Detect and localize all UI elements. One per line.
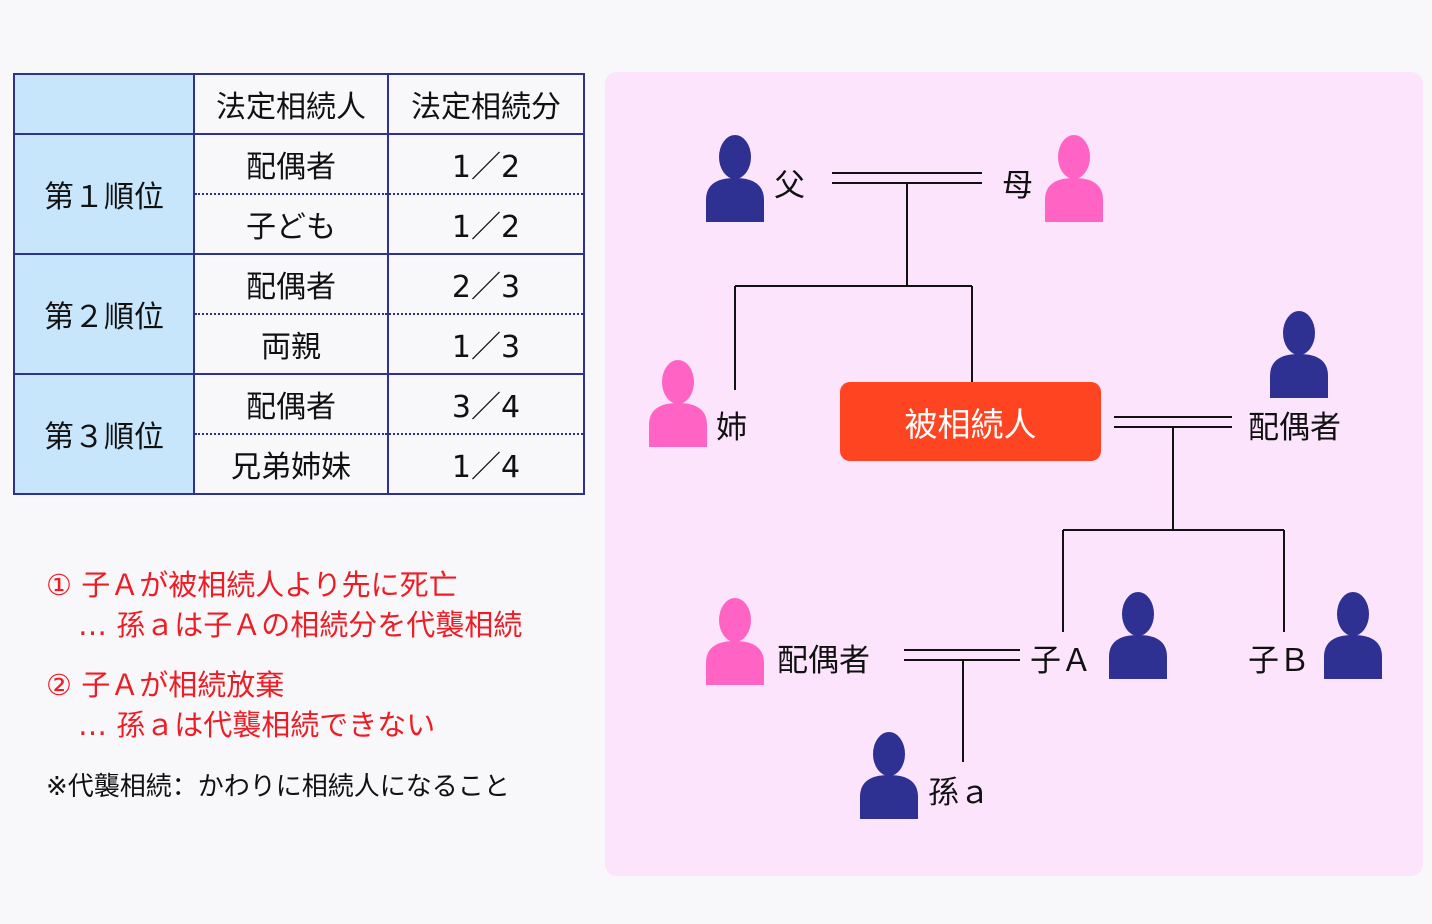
label-sister: 姉 [716,410,747,446]
heir-cell: 配偶者 [193,253,389,315]
heir-cell: 配偶者 [193,373,389,435]
label-grandchild: 孫ａ [928,775,990,811]
label-father: 父 [774,168,805,204]
note-case1-result: … 孫ａは子Ａの相続分を代襲相続 [78,608,523,642]
label-childB: 子Ｂ [1248,643,1310,679]
header-share: 法定相続分 [387,73,585,135]
share-cell: 3／4 [387,373,585,435]
father-icon [706,135,764,222]
heir-cell: 配偶者 [193,133,389,195]
share-cell: 1／3 [387,313,585,375]
heir-cell: 兄弟姉妹 [193,433,389,495]
label-spouse: 配偶者 [1248,410,1341,446]
note-case2: ② 子Ａが相続放棄 [46,668,285,702]
share-cell: 2／3 [387,253,585,315]
grandchild-icon [860,732,918,819]
footnote: ※代襲相続：かわりに相続人になること [46,772,510,802]
spouse-icon [1270,311,1328,398]
share-cell: 1／4 [387,433,585,495]
sister-icon [649,360,707,447]
childA-icon [1109,592,1167,679]
inheritance-table: 法定相続人 法定相続分 第１順位 配偶者 1／2 子ども 1／2 第２順位 配偶… [13,73,585,495]
share-cell: 1／2 [387,193,585,255]
mother-icon [1045,135,1103,222]
decedent-box: 被相続人 [840,382,1101,461]
decedent-label: 被相続人 [904,404,1037,444]
label-childA: 子Ａ [1030,643,1092,679]
notes: ① 子Ａが被相続人より先に死亡 … 孫ａは子Ａの相続分を代襲相続 ② 子Ａが相続… [46,565,522,807]
childB-icon [1324,592,1382,679]
header-empty [13,73,195,135]
label-childA-spouse: 配偶者 [777,643,870,679]
note-case2-result: … 孫ａは代襲相続できない [78,708,436,742]
heir-cell: 子ども [193,193,389,255]
rank-1: 第１順位 [13,133,195,255]
heir-cell: 両親 [193,313,389,375]
label-mother: 母 [1002,168,1033,204]
rank-2: 第２順位 [13,253,195,375]
note-case1: ① 子Ａが被相続人より先に死亡 [46,568,458,602]
share-cell: 1／2 [387,133,585,195]
header-heir: 法定相続人 [193,73,389,135]
childA-spouse-icon [706,598,764,685]
rank-3: 第３順位 [13,373,195,495]
